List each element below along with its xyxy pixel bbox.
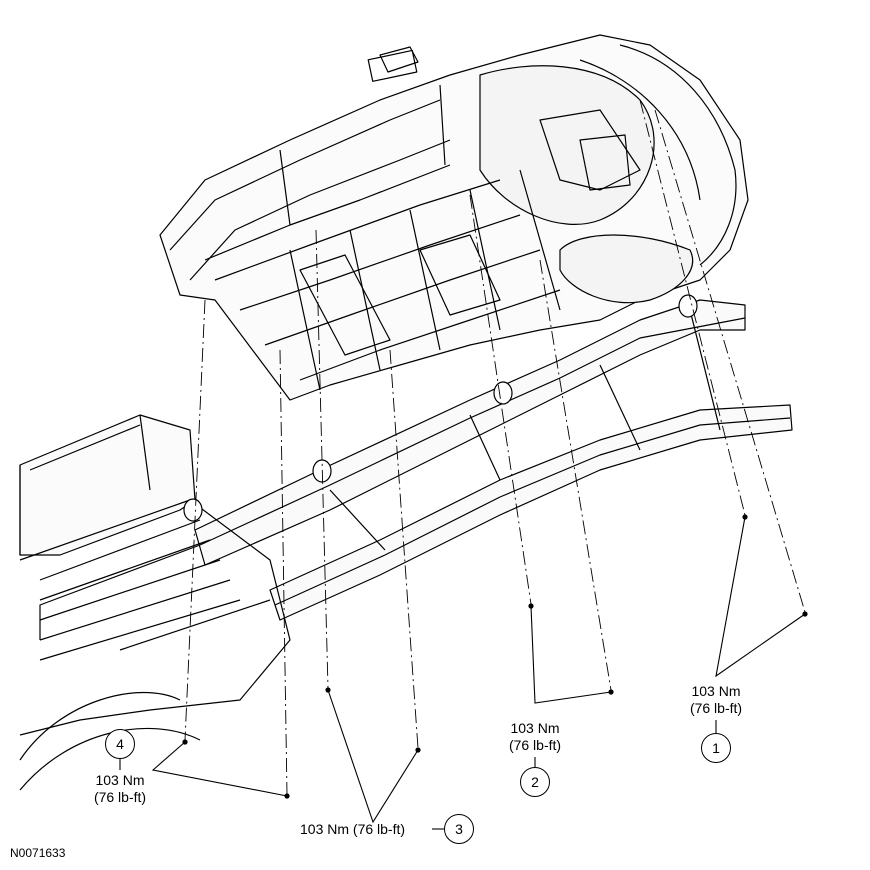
callout-2: 2 [520,767,550,797]
cab-body [159,34,749,401]
torque-nm-2: 103 Nm [510,720,560,736]
torque-label-1: 103 Nm (76 lb-ft) [676,683,756,717]
torque-nm-4: 103 Nm [95,772,145,788]
torque-label-2: 103 Nm (76 lb-ft) [495,720,575,754]
pickup-box [19,414,291,791]
torque-nm-1: 103 Nm [691,683,741,699]
torque-lbft-2: (76 lb-ft) [508,737,562,753]
torque-lbft-4: (76 lb-ft) [93,789,147,805]
torque-label-3: 103 Nm (76 lb-ft) [300,821,406,837]
callout-4: 4 [105,729,135,759]
leader-lines [119,516,806,830]
frame-rails [39,299,793,651]
bolt-centerlines [184,99,806,796]
callout-1: 1 [701,733,731,763]
torque-lbft-1: (76 lb-ft) [689,700,743,716]
callout-3: 3 [444,814,474,844]
torque-label-4: 103 Nm (76 lb-ft) [77,772,163,806]
figure-id: N0071633 [10,846,66,860]
